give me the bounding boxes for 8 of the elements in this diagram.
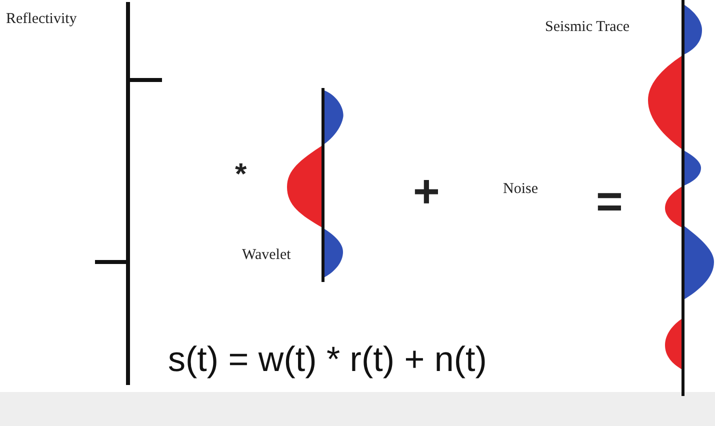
- operator-sign: +: [413, 168, 440, 214]
- equation-text: s(t) = w(t) * r(t) + n(t): [168, 342, 487, 377]
- axis-title: Reflectivity: [6, 12, 77, 27]
- axis-title: Wavelet: [242, 248, 291, 263]
- operator-sign: =: [596, 178, 623, 224]
- axis-title: Seismic Trace: [545, 20, 630, 35]
- operator-sign: *: [235, 160, 247, 190]
- axis-title: Noise: [503, 182, 538, 197]
